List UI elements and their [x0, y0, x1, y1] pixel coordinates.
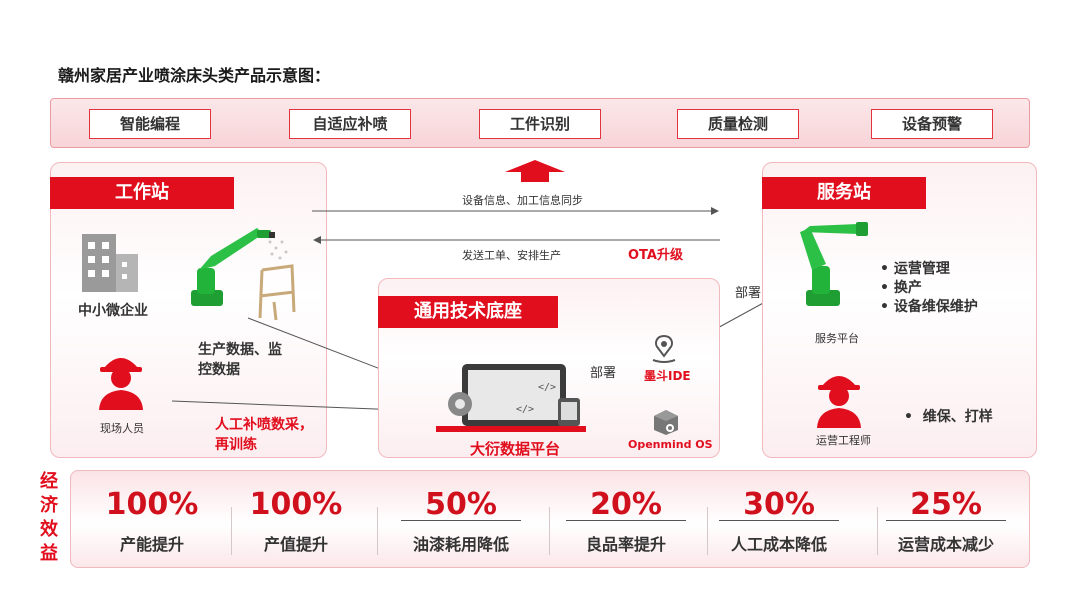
capability-chip: 设备预警 [871, 109, 993, 139]
metric-paint: 50% 油漆耗用降低 [386, 487, 536, 555]
metric-label: 运营成本减少 [897, 535, 994, 554]
capability-bar: 智能编程 自适应补喷 工件识别 质量检测 设备预警 [50, 98, 1030, 148]
deploy-right-label: 部署 [735, 286, 762, 301]
metric-labor: 30% 人工成本降低 [704, 487, 854, 555]
spray-robot-icon [191, 228, 275, 306]
metric-value: 20% [590, 487, 662, 522]
metric-value: 25% [910, 487, 982, 522]
production-data-label: 生产数据、监 控数据 [198, 342, 282, 378]
metric-divider [707, 507, 708, 555]
metric-capacity: 100% 产能提升 [77, 487, 227, 555]
metric-label: 人工成本降低 [730, 535, 827, 554]
platform-tag: 通用技术底座 [378, 296, 558, 328]
dispatch-flow-label: 发送工单、安排生产 [462, 249, 561, 262]
metric-label: 产能提升 [119, 535, 184, 554]
metric-underline [401, 520, 521, 521]
data-platform-label: 大衍数据平台 [470, 440, 561, 458]
service-bullet: • 设备维保维护 [880, 299, 978, 315]
metric-label: 产值提升 [263, 535, 328, 554]
service-panel [762, 162, 1037, 458]
page-title: 赣州家居产业喷涂床头类产品示意图： [58, 66, 331, 85]
os-label: Openmind OS [628, 438, 713, 451]
metric-output-value: 100% 产值提升 [221, 487, 371, 555]
service-bullet: • 运营管理 [880, 261, 950, 277]
ide-location-icon [652, 334, 676, 363]
svg-text:</>: </> [538, 382, 556, 393]
spray-mist-icon [268, 240, 288, 260]
capability-chip: 自适应补喷 [289, 109, 411, 139]
metric-divider [549, 507, 550, 555]
field-staff-label: 现场人员 [100, 422, 144, 435]
metric-yield: 20% 良品率提升 [551, 487, 701, 555]
metric-operating: 25% 运营成本减少 [871, 487, 1021, 555]
metric-value: 100% [105, 487, 199, 522]
enterprise-label: 中小微企业 [78, 303, 148, 319]
building-icon [82, 234, 138, 292]
capability-chip: 质量检测 [677, 109, 799, 139]
metric-value: 50% [425, 487, 497, 522]
metric-divider [877, 507, 878, 555]
metric-label: 油漆耗用降低 [412, 535, 509, 554]
workstation-tag: 工作站 [50, 177, 234, 209]
ide-label: 墨斗IDE [644, 369, 691, 383]
bed-headboard-icon [258, 264, 296, 321]
economics-title: 经济效益 [40, 471, 58, 564]
deploy-mid-label: 部署 [590, 366, 617, 381]
service-tag: 服务站 [762, 177, 926, 209]
service-bullet-list: • 运营管理 • 换产 • 设备维保维护 [880, 260, 978, 317]
capability-chip: 智能编程 [89, 109, 211, 139]
service-robot-icon [800, 222, 868, 306]
capability-chip: 工件识别 [479, 109, 601, 139]
metric-underline [566, 520, 686, 521]
metric-underline [886, 520, 1006, 521]
resample-note: 人工补喷数采， 再训练 [215, 417, 313, 453]
service-platform-label: 服务平台 [815, 332, 859, 345]
data-platform-monitor-icon: </> </> [436, 364, 586, 432]
ota-label: OTA升级 [628, 248, 683, 263]
field-worker-icon [99, 358, 143, 410]
svg-text:</>: </> [516, 404, 534, 415]
workstation-panel [50, 162, 327, 458]
metric-divider [377, 507, 378, 555]
sync-flow-label: 设备信息、加工信息同步 [462, 194, 583, 207]
metric-divider [231, 507, 232, 555]
metric-underline [719, 520, 839, 521]
metric-value: 100% [249, 487, 343, 522]
service-bullet: • 换产 [880, 280, 922, 296]
engineer-bullet: • 维保、打样 [904, 409, 993, 425]
metric-label: 良品率提升 [585, 535, 666, 554]
engineer-icon [817, 376, 861, 428]
engineer-label: 运营工程师 [816, 434, 871, 447]
economics-bar: 100% 产能提升 100% 产值提升 50% 油漆耗用降低 20% 良品率提升… [70, 470, 1030, 568]
metric-value: 30% [743, 487, 815, 522]
os-box-icon [654, 410, 678, 435]
up-arrow-icon [505, 160, 565, 182]
